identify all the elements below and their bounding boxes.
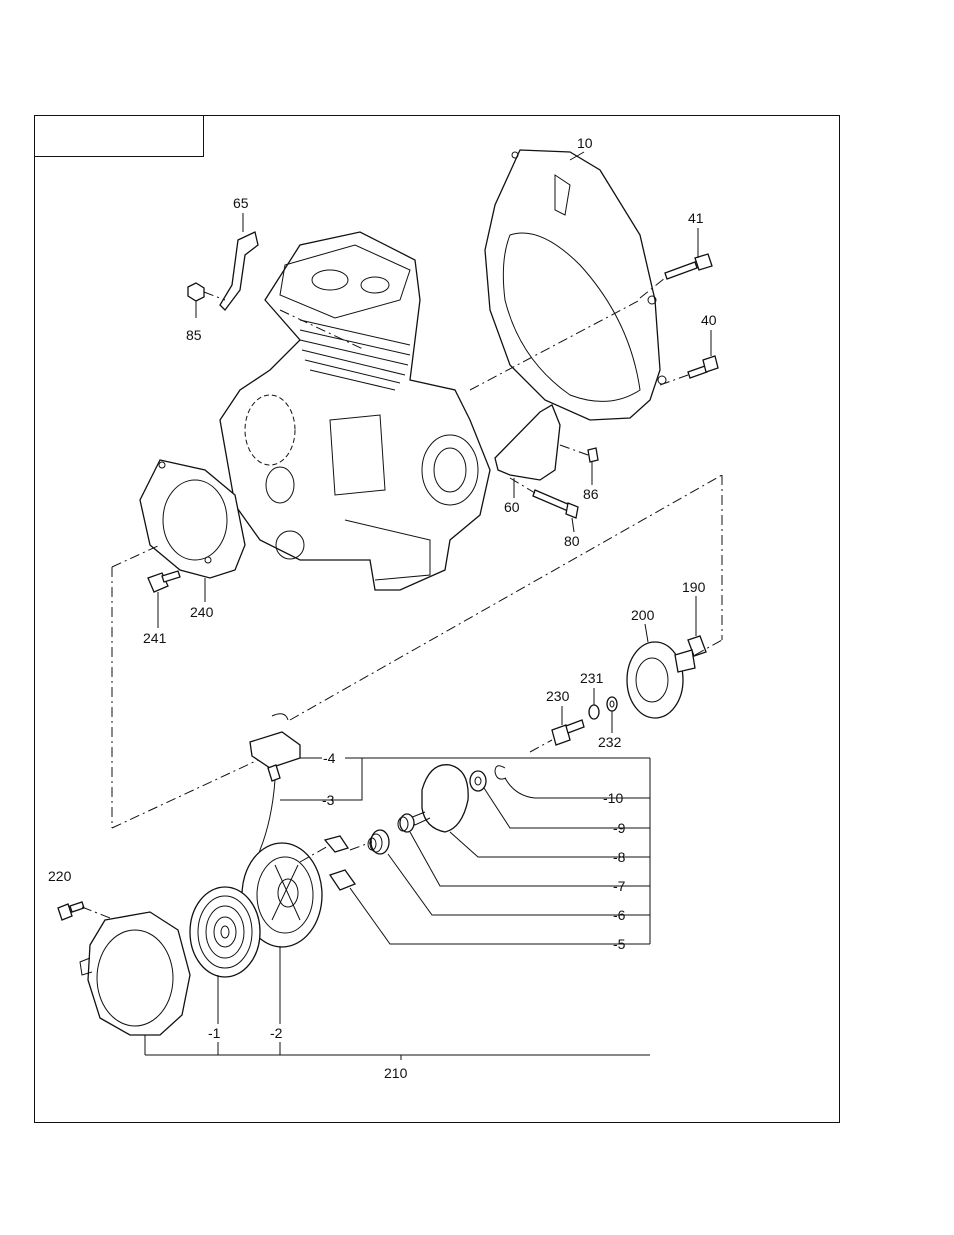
starter-handle-part-4 (249, 713, 301, 782)
callout-part-8: -8 (613, 849, 626, 865)
screw-part-86 (587, 447, 599, 463)
callout-65: 65 (233, 195, 249, 211)
callout-40: 40 (701, 312, 717, 328)
washer-part-232 (606, 696, 618, 712)
callout-part-6: -6 (613, 907, 626, 923)
callout-190: 190 (682, 579, 706, 595)
diagram-frame (34, 115, 840, 1123)
callout-231: 231 (580, 670, 604, 686)
nut-part-85 (187, 282, 205, 302)
spring-part-6 (367, 829, 390, 855)
callout-230: 230 (546, 688, 570, 704)
leader-lines (144, 151, 712, 1060)
bolt-part-230 (551, 719, 585, 746)
callout-41: 41 (688, 210, 704, 226)
clip-part-10 (494, 765, 507, 780)
callout-part-1: -1 (208, 1025, 221, 1041)
callout-part-7: -7 (613, 878, 626, 894)
callout-200: 200 (631, 607, 655, 623)
callout-part-4: -4 (323, 750, 336, 766)
callout-part-9: -9 (613, 820, 626, 836)
callout-10: 10 (577, 135, 593, 151)
callout-220: 220 (48, 868, 72, 884)
centerline-flywheel (279, 309, 366, 351)
callout-210: 210 (384, 1065, 408, 1081)
title-box (34, 115, 204, 157)
centerline-main-diagonal (289, 474, 723, 721)
bolt-part-80 (532, 489, 579, 519)
callout-80: 80 (564, 533, 580, 549)
engine-block (219, 231, 491, 591)
callout-part-10: -10 (603, 790, 623, 806)
centerline-85 (203, 291, 226, 301)
centerline-86 (559, 444, 589, 456)
flywheel-housing-part-10 (484, 149, 667, 421)
centerline-starter (111, 759, 259, 829)
callout-part-2: -2 (270, 1025, 283, 1041)
bolt-part-220 (57, 901, 85, 921)
washer-part-231 (588, 704, 600, 720)
callout-241: 241 (143, 630, 167, 646)
plate-part-60 (494, 404, 561, 481)
reel-part-2 (241, 842, 323, 948)
bolt-part-41 (664, 253, 713, 280)
centerline-bolt-40 (659, 374, 689, 386)
bolt-part-241 (147, 570, 181, 593)
washer-part-9 (469, 770, 487, 792)
callout-232: 232 (598, 734, 622, 750)
starter-case (79, 911, 191, 1036)
callout-part-5: -5 (613, 936, 626, 952)
callout-part-3: -3 (322, 792, 335, 808)
spiral-spring-part-1 (189, 886, 261, 978)
bolt-part-40 (687, 355, 719, 379)
bracket-part-65 (219, 231, 259, 311)
centerline-blower (111, 544, 161, 568)
centerline-220 (81, 906, 111, 919)
spring-part-7 (397, 813, 415, 833)
friction-plate-part-8 (409, 764, 469, 833)
centerline-housing (469, 299, 641, 391)
plate-part-240 (139, 459, 246, 579)
callout-240: 240 (190, 604, 214, 620)
callout-85: 85 (186, 327, 202, 343)
centerline-ratchet (299, 844, 331, 863)
callout-86: 86 (583, 486, 599, 502)
centerline-reel (349, 841, 373, 851)
centerline-pulley (694, 639, 723, 656)
centerline-230 (529, 739, 553, 753)
centerline-bolt-41 (639, 277, 666, 299)
ratchet-part-5 (323, 835, 357, 891)
callout-60: 60 (504, 499, 520, 515)
pulley-part-200 (626, 641, 696, 719)
